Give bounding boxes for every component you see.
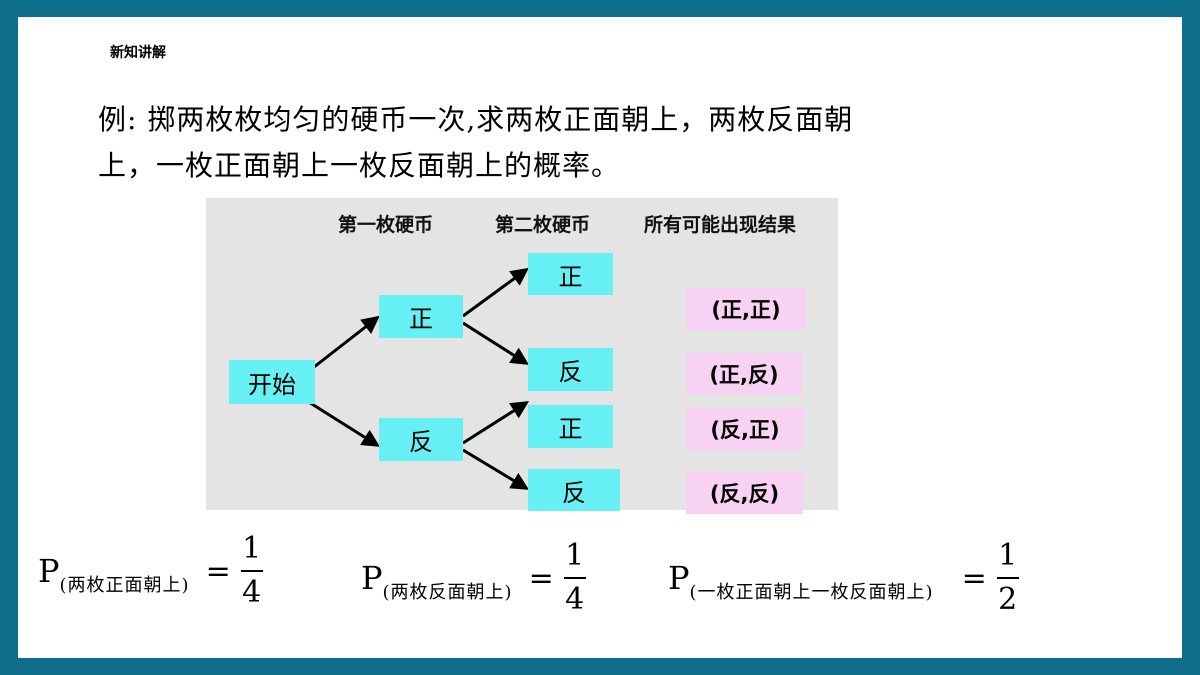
node-second-heads-2: 正 (528, 405, 613, 448)
header-second-coin: 第二枚硬币 (495, 214, 591, 236)
denominator: 2 (998, 582, 1018, 617)
problem-text: 例: 掷两枚枚均匀的硬币一次,求两枚正面朝上，两枚反面朝 上，一枚正面朝上一枚反… (98, 97, 1018, 189)
result-heads-heads: (正,正) (686, 288, 806, 330)
event-label: (一枚正面朝上一枚反面朝上) (689, 582, 934, 603)
node-second-heads-1: 正 (528, 253, 613, 295)
arrow-tails-to-heads (462, 401, 530, 445)
equals-sign: = (205, 553, 231, 589)
formula-two-heads: P (两枚正面朝上) = 1 4 (38, 532, 263, 610)
numerator: 1 (998, 538, 1018, 573)
problem-line-1: 例: 掷两枚枚均匀的硬币一次,求两枚正面朝上，两枚反面朝 (98, 103, 854, 136)
node-start: 开始 (229, 360, 315, 404)
result-tails-heads: (反,正) (686, 408, 804, 450)
equals-sign: = (528, 560, 554, 596)
header-first-coin: 第一枚硬币 (338, 214, 434, 236)
fraction-bar (996, 577, 1019, 579)
fraction: 1 4 (563, 538, 586, 617)
prob-symbol: P (38, 552, 60, 590)
arrow-tails-to-tails (462, 448, 530, 490)
numerator: 1 (242, 531, 262, 566)
node-second-tails-1: 反 (528, 348, 613, 391)
denominator: 4 (565, 582, 585, 617)
arrow-heads-to-heads (462, 267, 529, 318)
denominator: 4 (242, 575, 262, 610)
fraction-bar (240, 570, 263, 572)
node-first-tails: 反 (379, 418, 463, 461)
header-all-outcomes: 所有可能出现结果 (644, 214, 797, 236)
arrow-heads-to-tails (462, 321, 530, 365)
formula-one-each: P (一枚正面朝上一枚反面朝上) = 1 2 (668, 539, 1019, 617)
problem-line-2: 上，一枚正面朝上一枚反面朝上的概率。 (98, 149, 621, 182)
slide: 新知讲解 例: 掷两枚枚均匀的硬币一次,求两枚正面朝上，两枚反面朝 上，一枚正面… (18, 17, 1182, 658)
formula-two-tails: P (两枚反面朝上) = 1 4 (361, 539, 586, 617)
result-tails-tails: (反,反) (686, 472, 803, 514)
fraction: 1 4 (240, 531, 263, 610)
node-first-heads: 正 (379, 295, 463, 338)
section-label: 新知讲解 (110, 45, 166, 61)
fraction: 1 2 (996, 538, 1019, 617)
result-heads-tails: (正,反) (686, 353, 802, 394)
tree-diagram: 第一枚硬币 第二枚硬币 所有可能出现结果 开始 正 反 正 反 正 反 (正,正… (206, 198, 838, 514)
event-label: (两枚反面朝上) (382, 582, 513, 603)
fraction-bar (563, 577, 586, 579)
prob-symbol: P (668, 559, 690, 597)
node-second-tails-2: 反 (528, 469, 620, 511)
prob-symbol: P (361, 559, 383, 597)
numerator: 1 (565, 538, 585, 573)
event-label: (两枚正面朝上) (59, 575, 190, 596)
equals-sign: = (961, 560, 987, 596)
